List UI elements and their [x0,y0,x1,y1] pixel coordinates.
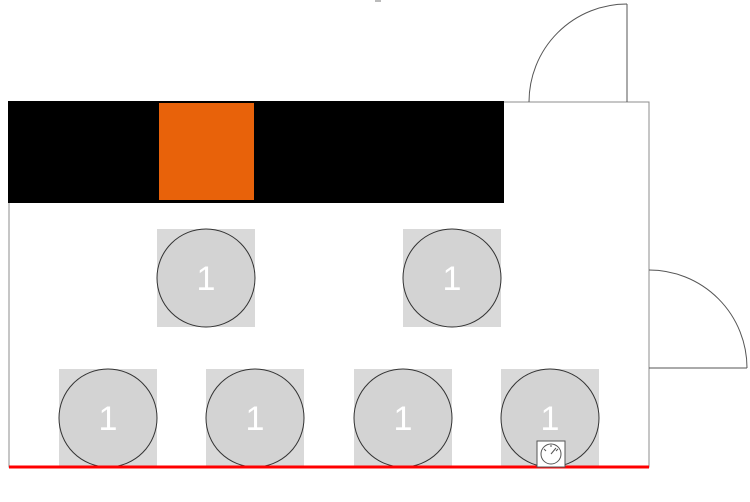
meter-needle [550,447,557,455]
table-number-label: 1 [541,400,560,438]
table[interactable]: 1 [500,368,600,468]
table[interactable]: 1 [205,368,305,468]
door-top-right[interactable] [528,3,628,103]
meter-gauge-icon[interactable] [536,440,566,468]
table-circle [402,228,502,328]
table[interactable]: 1 [402,228,502,328]
table-number-label: 1 [99,400,118,438]
table-number-label: 1 [246,400,265,438]
table-number-label: 1 [197,260,216,298]
meter-tick [543,448,547,452]
table[interactable]: 1 [156,228,256,328]
table-circle [156,228,256,328]
table-number-label: 1 [394,400,413,438]
top-marker [375,0,381,2]
table-number-label: 1 [443,260,462,298]
table[interactable]: 1 [353,368,453,468]
door-swing-icon [648,269,748,369]
counter-highlight-section[interactable] [159,103,254,200]
table[interactable]: 1 [58,368,158,468]
door-right-wall[interactable] [648,269,748,369]
meter-tick [555,448,559,452]
door-swing-icon [528,3,628,103]
counter [8,101,504,203]
